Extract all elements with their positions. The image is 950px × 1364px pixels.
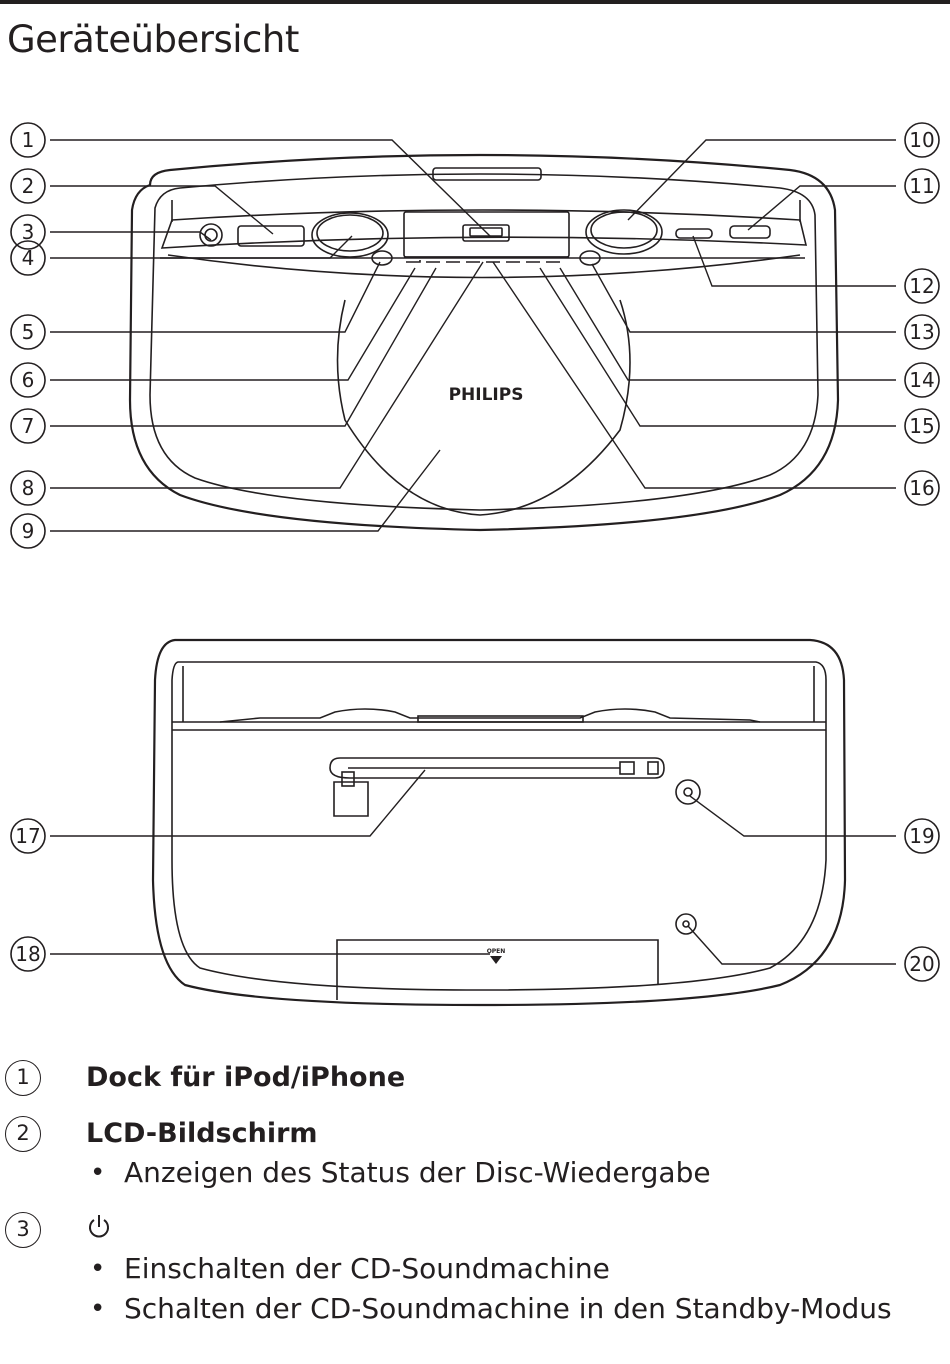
bullet-text: Einschalten der CD-Soundmachine xyxy=(124,1252,610,1285)
legend-number: 3 xyxy=(5,1212,41,1248)
legend-number: 2 xyxy=(5,1116,41,1152)
svg-text:10: 10 xyxy=(909,128,934,152)
svg-text:2: 2 xyxy=(22,174,35,198)
legend-number: 1 xyxy=(5,1060,41,1096)
front-leaders-right xyxy=(492,139,896,489)
brand-logo: PHILIPS xyxy=(449,385,524,405)
page-title: Geräteübersicht xyxy=(7,18,299,61)
svg-text:12: 12 xyxy=(909,274,934,298)
svg-text:13: 13 xyxy=(909,320,934,344)
svg-text:16: 16 xyxy=(909,476,934,500)
device-diagram: PHILIPS 1 2 3 4 5 6 7 8 9 10 11 12 13 xyxy=(10,122,940,1007)
open-label: OPEN xyxy=(487,948,506,955)
svg-text:17: 17 xyxy=(15,824,40,848)
back-view: OPEN xyxy=(151,638,847,1007)
legend-title: Dock für iPod/iPhone xyxy=(86,1062,406,1093)
back-callouts: 17 18 19 20 xyxy=(10,818,940,982)
svg-text:8: 8 xyxy=(22,476,35,500)
front-view: PHILIPS xyxy=(128,153,840,532)
svg-text:14: 14 xyxy=(909,368,934,392)
svg-text:1: 1 xyxy=(22,128,35,152)
svg-text:3: 3 xyxy=(22,220,35,244)
svg-text:6: 6 xyxy=(22,368,35,392)
svg-text:20: 20 xyxy=(909,952,934,976)
bullet-dot: • xyxy=(90,1254,106,1284)
svg-text:19: 19 xyxy=(909,824,934,848)
bullet-text: Anzeigen des Status der Disc-Wiedergabe xyxy=(124,1156,711,1189)
front-callouts: 1 2 3 4 5 6 7 8 9 10 11 12 13 14 15 16 xyxy=(10,122,940,549)
svg-text:11: 11 xyxy=(909,174,934,198)
back-leaders xyxy=(50,769,896,965)
top-rule xyxy=(0,0,950,4)
svg-text:15: 15 xyxy=(909,414,934,438)
svg-text:5: 5 xyxy=(22,320,35,344)
svg-text:7: 7 xyxy=(22,414,35,438)
svg-text:18: 18 xyxy=(15,942,40,966)
svg-text:9: 9 xyxy=(22,519,35,543)
legend-title: LCD-Bildschirm xyxy=(86,1118,318,1149)
svg-text:4: 4 xyxy=(22,246,35,270)
front-leaders-left xyxy=(50,139,491,532)
bullet-text: Schalten der CD-Soundmachine in den Stan… xyxy=(124,1292,892,1325)
bullet-dot: • xyxy=(90,1294,106,1324)
bullet-dot: • xyxy=(90,1158,106,1188)
power-icon xyxy=(89,1215,109,1238)
